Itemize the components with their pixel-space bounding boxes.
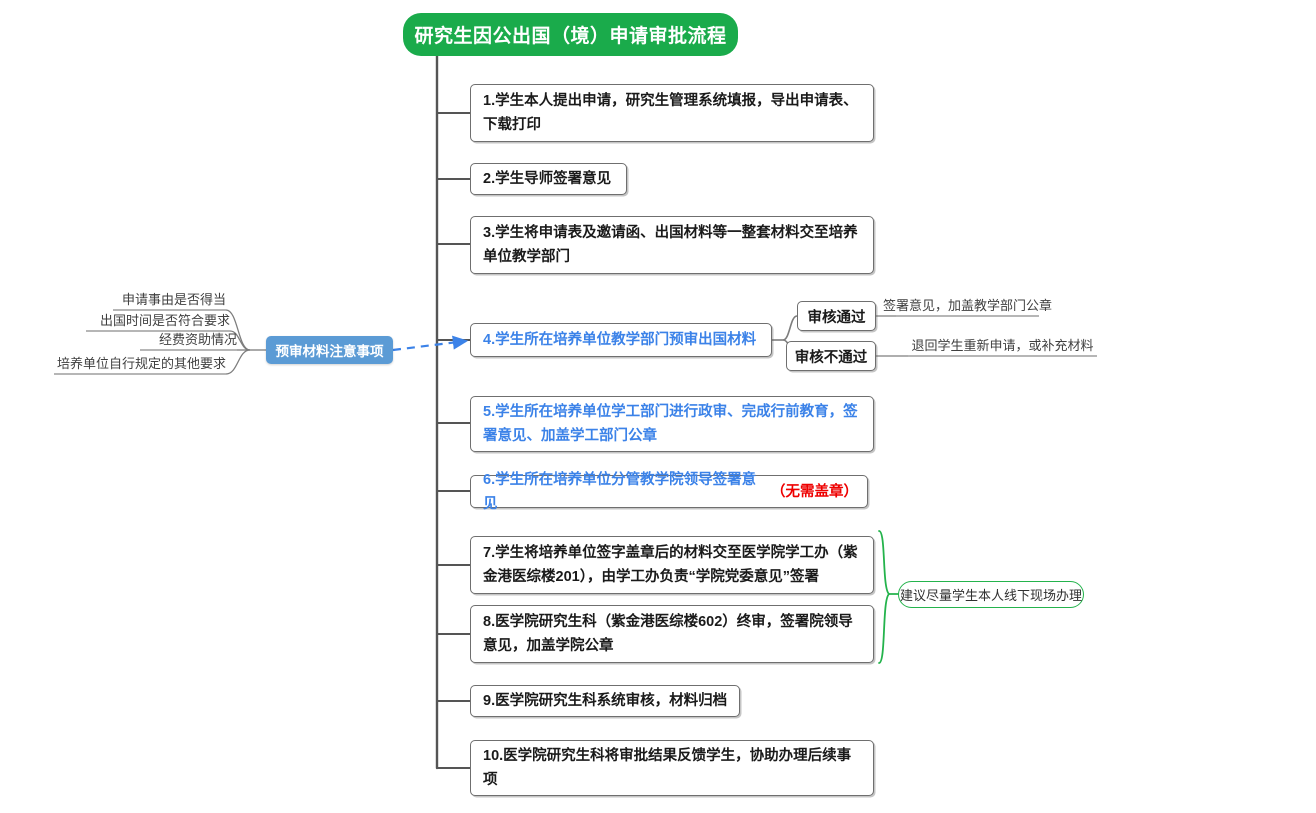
outcome-node-rejected[interactable]: 审核不通过 <box>786 341 876 371</box>
step-node-10[interactable]: 10.医学院研究生科将审批结果反馈学生，协助办理后续事项 <box>470 740 874 796</box>
step-node-8[interactable]: 8.医学院研究生科（紫金港医综楼602）终审，签署院领导意见，加盖学院公章 <box>470 605 874 663</box>
step-1-text: 1.学生本人提出申请，研究生管理系统填报，导出申请表、下载打印 <box>483 93 858 133</box>
step-4-text: 4.学生所在培养单位教学部门预审出国材料 <box>483 332 757 348</box>
step-10-text: 10.医学院研究生科将审批结果反馈学生，协助办理后续事项 <box>483 748 852 788</box>
step-2-text: 2.学生导师签署意见 <box>483 171 612 187</box>
step-6-text: 6.学生所在培养单位分管教学院领导签署意见 <box>483 471 757 512</box>
step-node-2[interactable]: 2.学生导师签署意见 <box>470 163 627 195</box>
step-9-text: 9.医学院研究生科系统审核，材料归档 <box>483 693 728 709</box>
pre-review-item-4: 培养单位自行规定的其他要求 <box>56 356 226 371</box>
pre-review-item-3: 经费资助情况 <box>158 332 237 347</box>
step-8-text: 8.医学院研究生科（紫金港医综楼602）终审，签署院领导意见，加盖学院公章 <box>483 614 853 654</box>
outcome-approved-label: 审核通过 <box>807 309 866 326</box>
outcome-node-approved[interactable]: 审核通过 <box>797 301 876 331</box>
step-node-1[interactable]: 1.学生本人提出申请，研究生管理系统填报，导出申请表、下载打印 <box>470 84 874 142</box>
pre-review-callout[interactable]: 预审材料注意事项 <box>266 336 393 364</box>
outcome-rejected-result: 退回学生重新申请，或补充材料 <box>911 338 1094 353</box>
offline-handling-note-text: 建议尽量学生本人线下现场办理 <box>899 588 1082 603</box>
step-node-7[interactable]: 7.学生将培养单位签字盖章后的材料交至医学院学工办（紫金港医综楼201），由学工… <box>470 536 874 594</box>
step-node-3[interactable]: 3.学生将申请表及邀请函、出国材料等一整套材料交至培养单位教学部门 <box>470 216 874 274</box>
step-3-text: 3.学生将申请表及邀请函、出国材料等一整套材料交至培养单位教学部门 <box>483 225 858 265</box>
step-node-5[interactable]: 5.学生所在培养单位学工部门进行政审、完成行前教育，签署意见、加盖学工部门公章 <box>470 396 874 452</box>
step-6-red-note: （无需盖章） <box>771 483 858 500</box>
pre-review-item-1: 申请事由是否得当 <box>121 292 226 307</box>
outcome-rejected-label: 审核不通过 <box>794 349 868 366</box>
step-node-6[interactable]: 6.学生所在培养单位分管教学院领导签署意见 （无需盖章） <box>470 472 868 512</box>
offline-handling-note[interactable]: 建议尽量学生本人线下现场办理 <box>898 581 1084 608</box>
step-node-9[interactable]: 9.医学院研究生科系统审核，材料归档 <box>470 685 740 717</box>
step-7-text: 7.学生将培养单位签字盖章后的材料交至医学院学工办（紫金港医综楼201），由学工… <box>483 545 858 585</box>
pre-review-item-2: 出国时间是否符合要求 <box>99 313 230 328</box>
pre-review-title: 预审材料注意事项 <box>275 344 384 359</box>
diagram-title: 研究生因公出国（境）申请审批流程 <box>403 13 738 56</box>
outcome-approved-result: 签署意见，加盖教学部门公章 <box>883 298 1053 313</box>
step-node-4[interactable]: 4.学生所在培养单位教学部门预审出国材料 <box>470 323 772 357</box>
step-5-text: 5.学生所在培养单位学工部门进行政审、完成行前教育，签署意见、加盖学工部门公章 <box>483 404 858 444</box>
